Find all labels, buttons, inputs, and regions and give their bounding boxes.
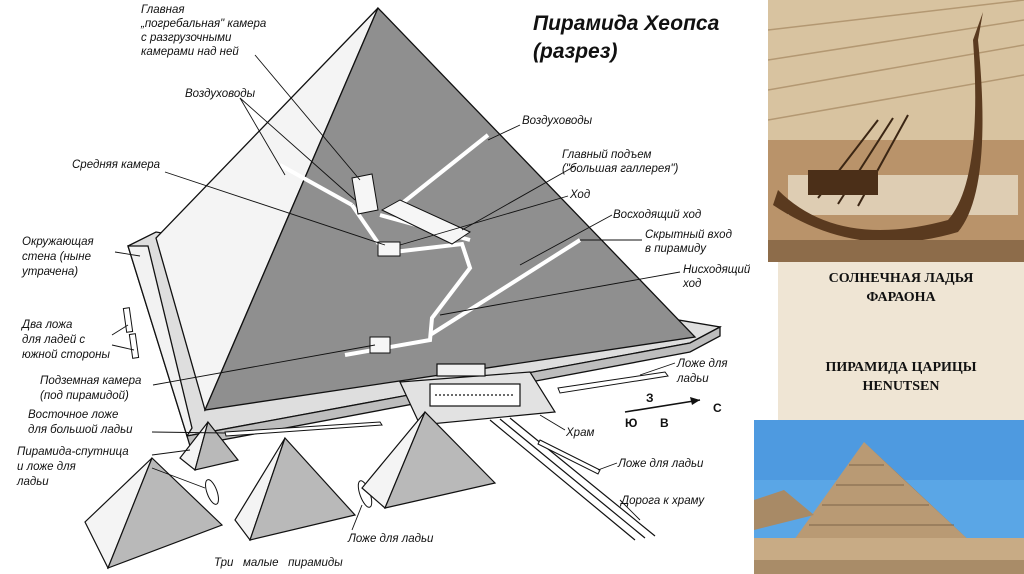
cheops-pyramid-diagram: З Ю В С Пирамида Хеопса (разрез) Главная… xyxy=(16,4,754,570)
satellite-pyramid xyxy=(179,420,240,472)
caption-boat-line2: ФАРАОНА xyxy=(866,290,936,305)
middle-chamber xyxy=(377,241,401,257)
label-air-shafts-left: Воздуховоды xyxy=(185,88,256,100)
diagram-subtitle: (разрез) xyxy=(533,40,617,63)
label-boat-pit-mid: Ложе для ладьи xyxy=(617,458,704,470)
boat-pits xyxy=(122,307,669,508)
caption-boat-line1: СОЛНЕЧНАЯ ЛАДЬЯ xyxy=(828,271,974,286)
compass-south: Ю xyxy=(625,416,637,430)
label-satellite-pyramid: Пирамида-спутница и ложе для ладьи xyxy=(16,446,132,488)
label-two-boat-pits: Два ложа для ладей с южной стороны xyxy=(20,319,110,361)
queen-pyramid-photo xyxy=(754,420,1024,574)
label-air-shafts-right: Воздуховоды xyxy=(522,115,593,127)
label-underground-chamber: Подземная камера (под пирамидой) xyxy=(40,375,145,402)
label-causeway: Дорога к храму xyxy=(619,495,705,507)
label-kings-chamber: Главная „погребальная" камера с разгрузо… xyxy=(140,4,270,58)
label-passage: Ход xyxy=(569,189,590,201)
caption-queen-pyramid-line2: HENUTSEN xyxy=(862,379,940,394)
compass-west: С xyxy=(713,401,722,415)
label-ascending: Восходящий ход xyxy=(613,209,701,221)
small-pyramids xyxy=(84,410,497,570)
solar-boat-photo xyxy=(768,0,1024,262)
label-hidden-entrance: Скрытный вход в пирамиду xyxy=(645,229,735,255)
kings-chamber xyxy=(351,173,379,215)
leader-lines xyxy=(111,54,681,531)
temple xyxy=(399,363,557,426)
label-middle-chamber: Средняя камера xyxy=(72,159,160,171)
label-boat-pit-bottom: Ложе для ладьи xyxy=(347,533,434,545)
label-east-boat-pit: Восточное ложе для большой ладьи xyxy=(28,409,133,436)
label-temple: Храм xyxy=(565,427,594,439)
grand-gallery xyxy=(380,199,472,245)
label-three-small-pyramids: Три малые пирамиды xyxy=(214,557,343,569)
compass: З Ю В С xyxy=(624,391,722,430)
label-descending: Нисходящий ход xyxy=(682,264,754,290)
label-grand-gallery: Главный подъем ("большая галлерея") xyxy=(562,149,679,175)
caption-panel: СОЛНЕЧНАЯ ЛАДЬЯ ФАРАОНА ПИРАМИДА ЦАРИЦЫ … xyxy=(778,262,1024,420)
caption-queen-pyramid-line1: ПИРАМИДА ЦАРИЦЫ xyxy=(825,360,977,375)
compass-north: З xyxy=(646,391,654,405)
label-enclosure-wall: Окружающая стена (ныне утрачена) xyxy=(21,236,97,278)
underground-chamber xyxy=(369,336,391,354)
label-boat-pit-upper: Ложе для ладьи xyxy=(676,358,731,385)
compass-east: В xyxy=(660,416,669,430)
diagram-title: Пирамида Хеопса xyxy=(533,12,720,35)
causeway xyxy=(489,417,656,541)
